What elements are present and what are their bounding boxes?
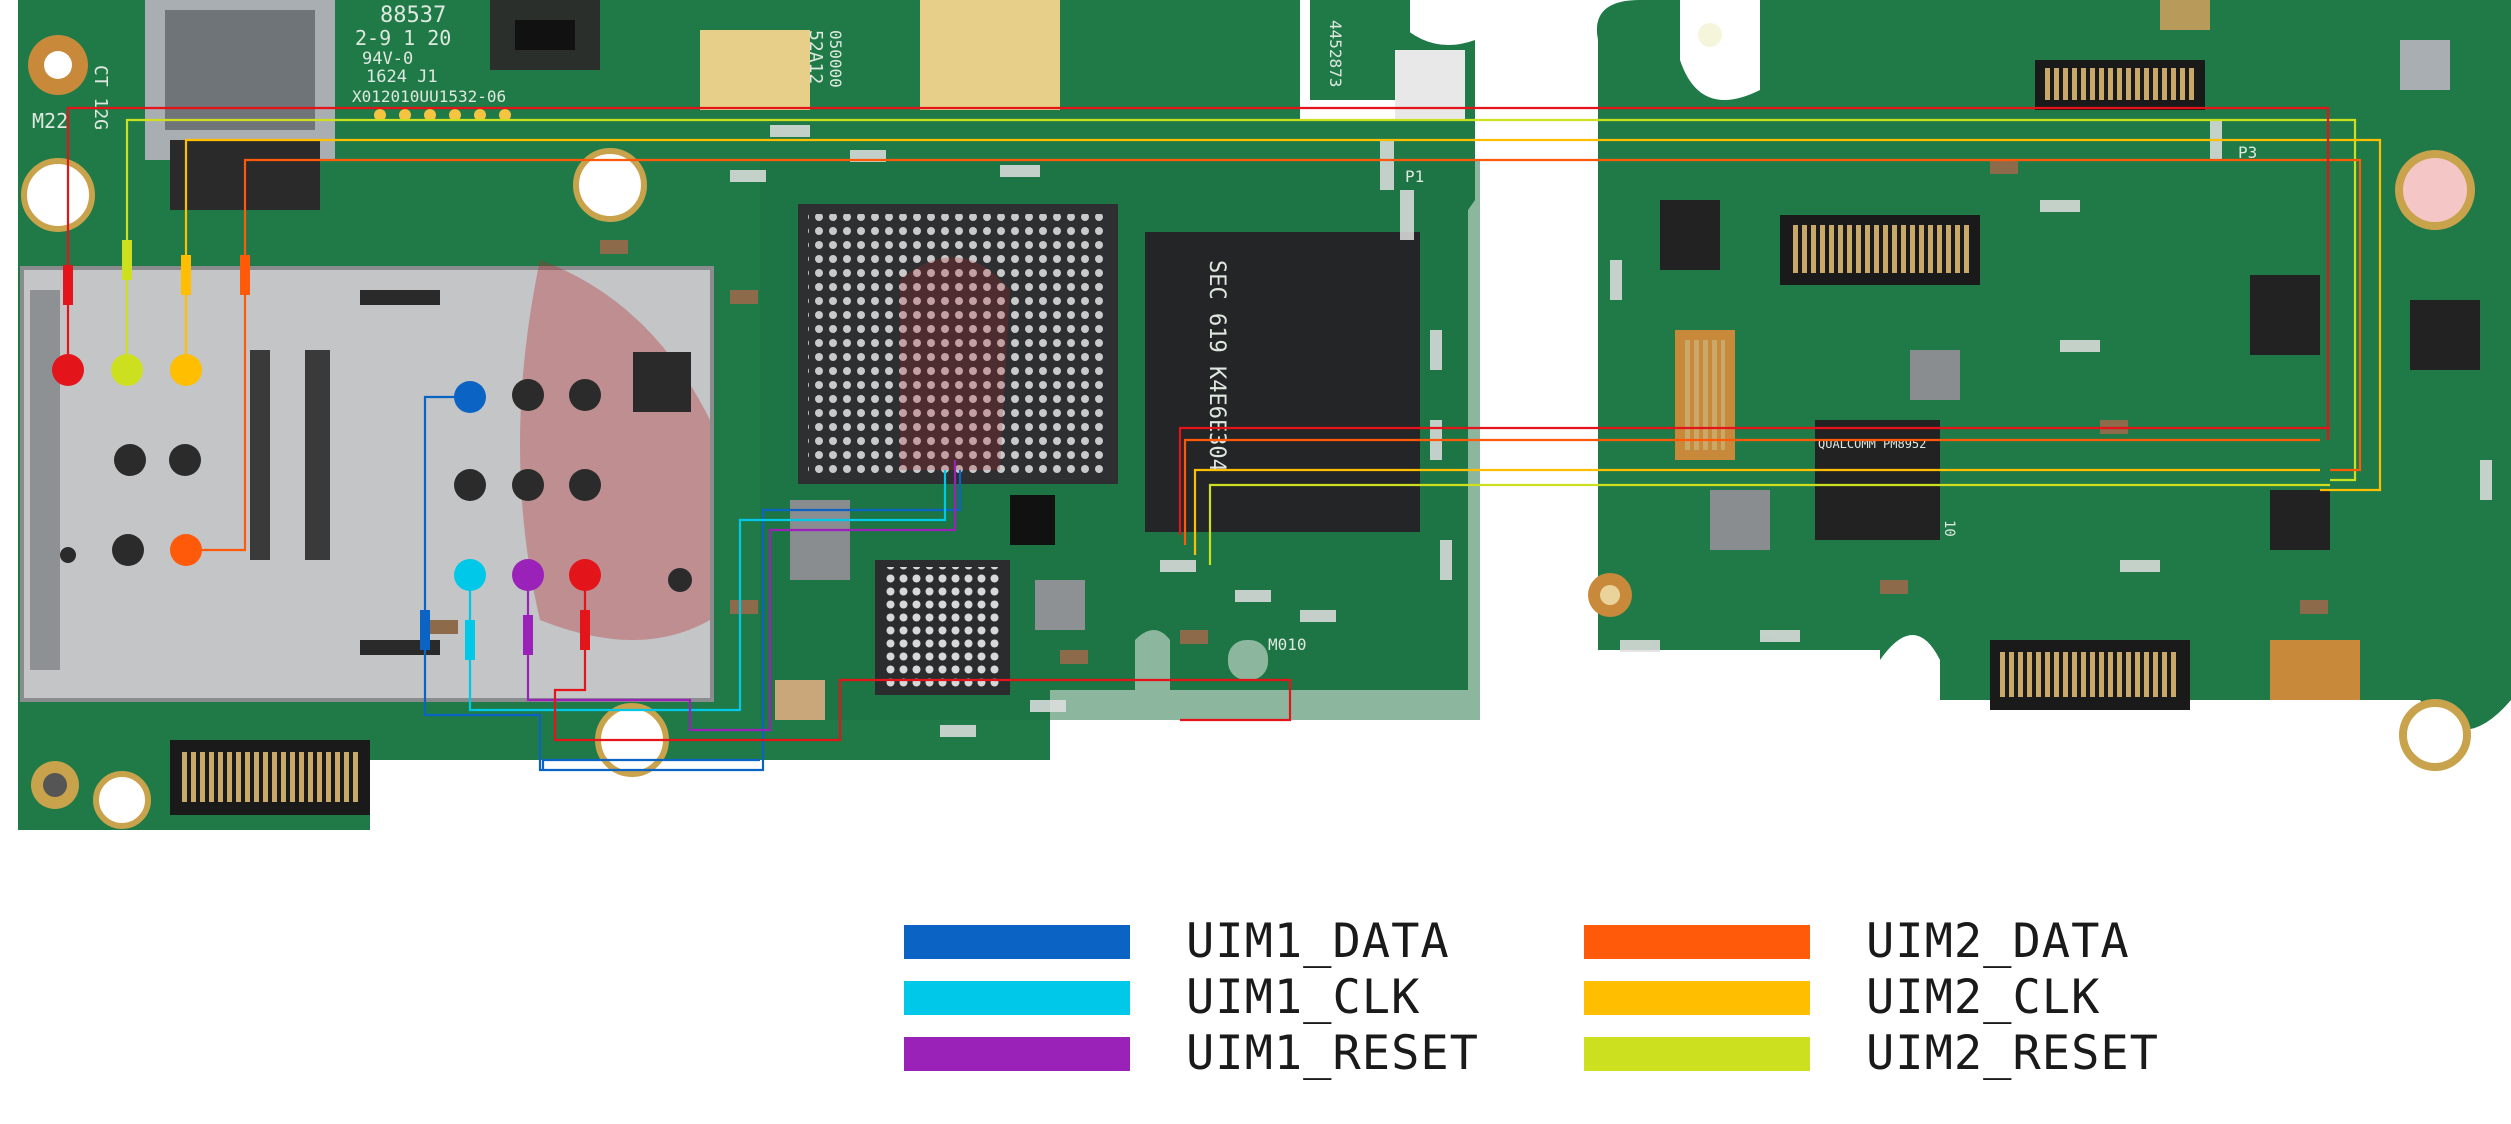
legend-swatch-uim1-clk [904, 981, 1130, 1015]
silk-code2: 94V-0 [362, 49, 413, 69]
signal-traces [66, 106, 2382, 772]
sim-pad-markers [52, 354, 601, 591]
pad-uim1-data [454, 381, 486, 413]
pad-uim2-data [170, 534, 202, 566]
legend-swatch-uim2-data [1584, 925, 1810, 959]
right-board [1588, 0, 2511, 771]
trace-sim-top [66, 106, 2330, 440]
left-board [18, 0, 1480, 830]
trace-uim1-red [553, 575, 1292, 742]
silk-ic-code: 52A12 [805, 30, 826, 84]
silk-serial: X012010UU1532-06 [352, 87, 506, 106]
pad-uim2-clk [170, 354, 202, 386]
legend-swatch-uim2-clk [1584, 981, 1810, 1015]
trace-blue-return [541, 758, 760, 770]
trace-uim2-clk [184, 138, 2382, 492]
pad-sim2-marker-red [52, 354, 84, 386]
silkscreen-text: 88537 2-9 1 20 94V-0 1624 J1 X012010UU15… [32, 3, 2257, 654]
pcb-board-image: 88537 2-9 1 20 94V-0 1624 J1 X012010UU15… [18, 0, 2511, 830]
silk-code1: 2-9 1 20 [355, 26, 451, 50]
trace-uim2-data [186, 158, 2362, 552]
legend-label-uim1-reset: UIM1_RESET [1186, 1026, 1479, 1081]
silk-m22: M22 [32, 109, 68, 133]
trace-uim1-data [423, 395, 962, 772]
silk-p1: P1 [1405, 167, 1424, 186]
legend-swatch-uim1-reset [904, 1037, 1130, 1071]
silk-part: 88537 [380, 3, 446, 28]
trace-sim-link-a [1193, 468, 2320, 555]
pad-tags [63, 240, 590, 660]
legend-label-uim1-data: UIM1_DATA [1186, 914, 1450, 969]
legend-label-uim1-clk: UIM1_CLK [1186, 970, 1421, 1025]
pad-uim1-clk [454, 559, 486, 591]
silk-sn-side: 4452873 [1326, 20, 1345, 87]
legend-swatch-uim1-data [904, 925, 1130, 959]
legend-swatch-uim2-reset [1584, 1037, 1810, 1071]
pad-uim2-reset [111, 354, 143, 386]
legend-label-uim2-clk: UIM2_CLK [1866, 970, 2101, 1025]
silk-ic-code2: 050000 [826, 30, 845, 88]
silk-ram: SEC 619 K4E6E304 [1204, 260, 1229, 472]
legend-label-uim2-reset: UIM2_RESET [1866, 1026, 2159, 1081]
trace-uim2-reset [125, 118, 2357, 482]
silk-p3: P3 [2238, 143, 2257, 162]
pad-uim1-reset [512, 559, 544, 591]
trace-sim-link-c [1183, 438, 2320, 545]
silk-ct: CT 12G [90, 65, 111, 130]
legend-label-uim2-data: UIM2_DATA [1866, 914, 2130, 969]
trace-sim-link-d [1178, 426, 2330, 535]
silk-moto: M010 [1268, 635, 1307, 654]
silk-p10: 10 [1941, 520, 1957, 537]
pad-sim1-marker-red [569, 559, 601, 591]
silk-code3: 1624 J1 [366, 67, 438, 87]
trace-uim1-clk [468, 470, 947, 712]
trace-sim-link-b [1208, 483, 2330, 565]
